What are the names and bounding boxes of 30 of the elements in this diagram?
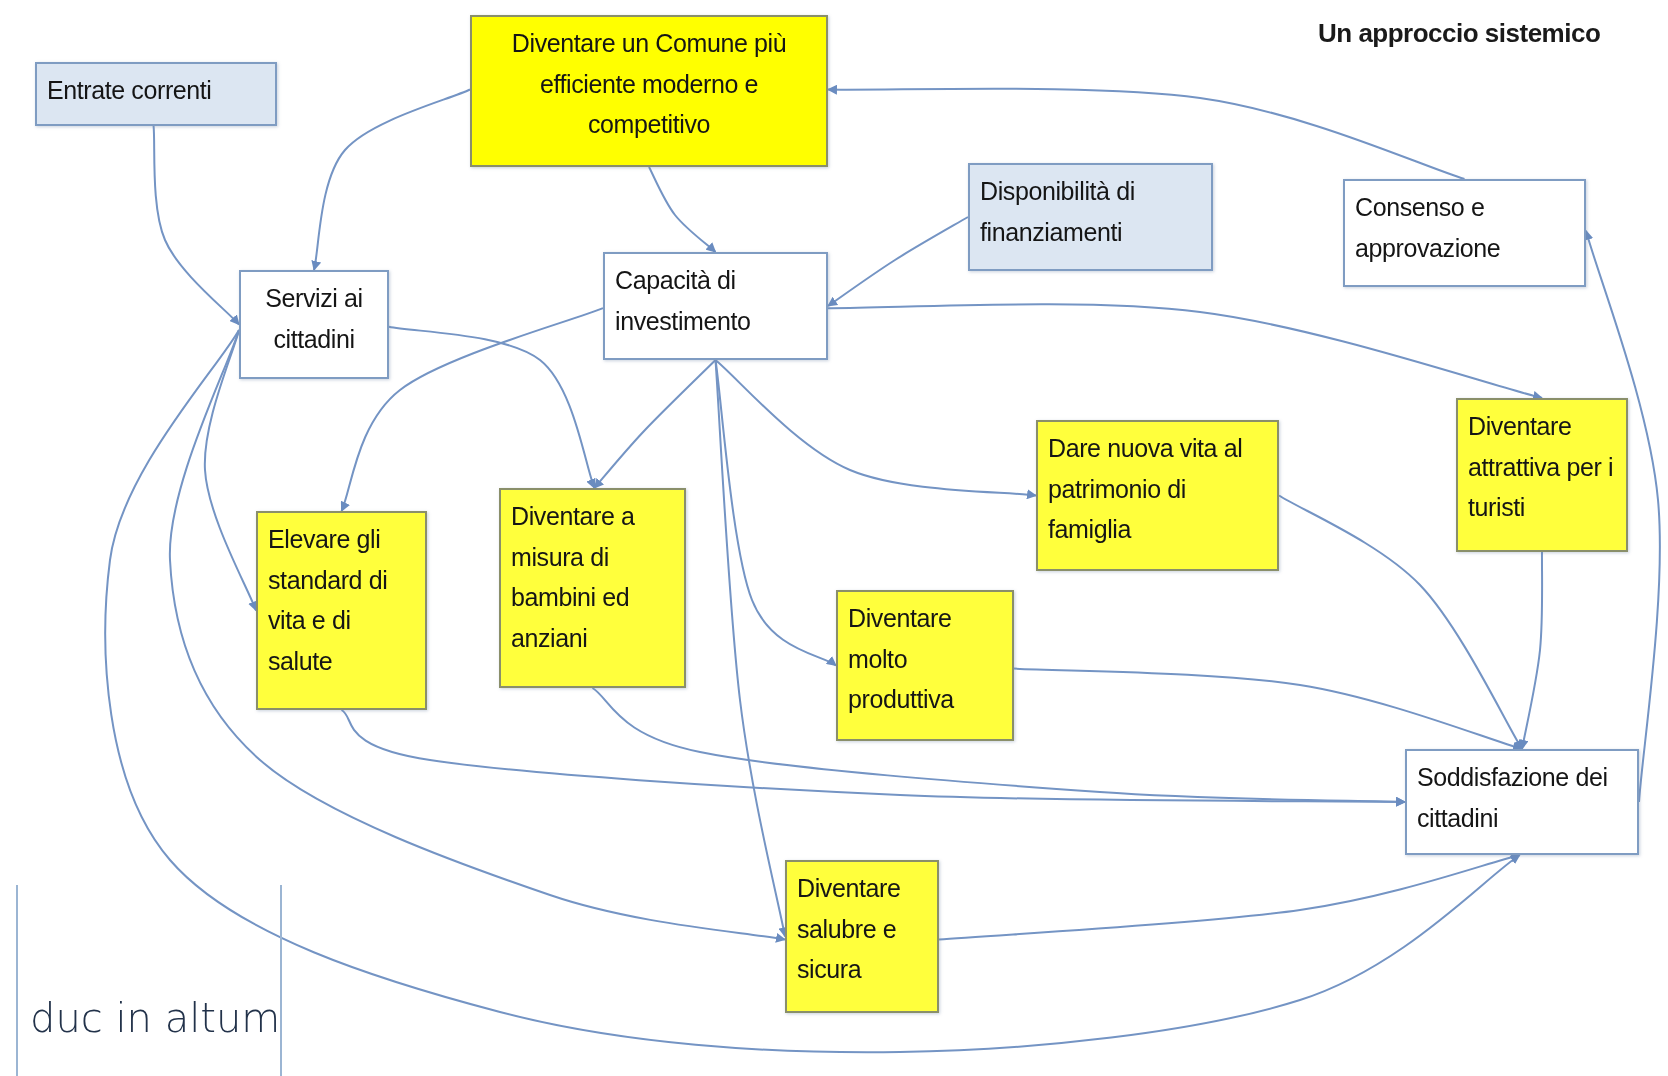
arrow — [104, 328, 1521, 1054]
goal-box: Elevare gli standard di vita e di salute — [256, 511, 427, 710]
arrow — [388, 325, 597, 489]
diagram-title: Un approccio sistemico — [1318, 18, 1601, 49]
goal-box: Diventare molto produttiva — [836, 590, 1014, 741]
process-box: Soddisfazione dei cittadini — [1405, 749, 1639, 855]
process-box: Servizi ai cittadini — [239, 270, 389, 379]
process-box: Disponibilità di finanziamenti — [968, 163, 1213, 271]
arrow — [593, 359, 717, 489]
signature-text: duc in altum — [30, 995, 281, 1041]
process-box: Entrate correnti — [35, 62, 277, 126]
arrow — [310, 88, 471, 271]
goal-box: Diventare un Comune più efficiente moderno e competitivo — [470, 15, 828, 167]
goal-box: Diventare attrattiva per i turisti — [1456, 398, 1628, 552]
process-box: Capacità di investimento — [603, 252, 828, 360]
arrow — [827, 216, 969, 307]
arrow — [340, 307, 604, 512]
process-box: Consenso e approvazione — [1343, 179, 1586, 287]
arrow — [152, 125, 240, 326]
arrow — [714, 359, 1037, 500]
arrow — [1518, 551, 1544, 750]
goal-box: Diventare a misura di bambini ed anziani — [499, 488, 686, 688]
arrow — [1278, 494, 1523, 750]
arrow — [1013, 667, 1523, 752]
arrow — [827, 84, 1466, 180]
goal-box: Dare nuova vita al patrimonio di famiglia — [1036, 420, 1279, 571]
goal-box: Diventare salubre e sicura — [785, 860, 939, 1013]
arrow — [648, 166, 717, 253]
arrow — [591, 687, 1406, 807]
arrow — [827, 303, 1543, 401]
